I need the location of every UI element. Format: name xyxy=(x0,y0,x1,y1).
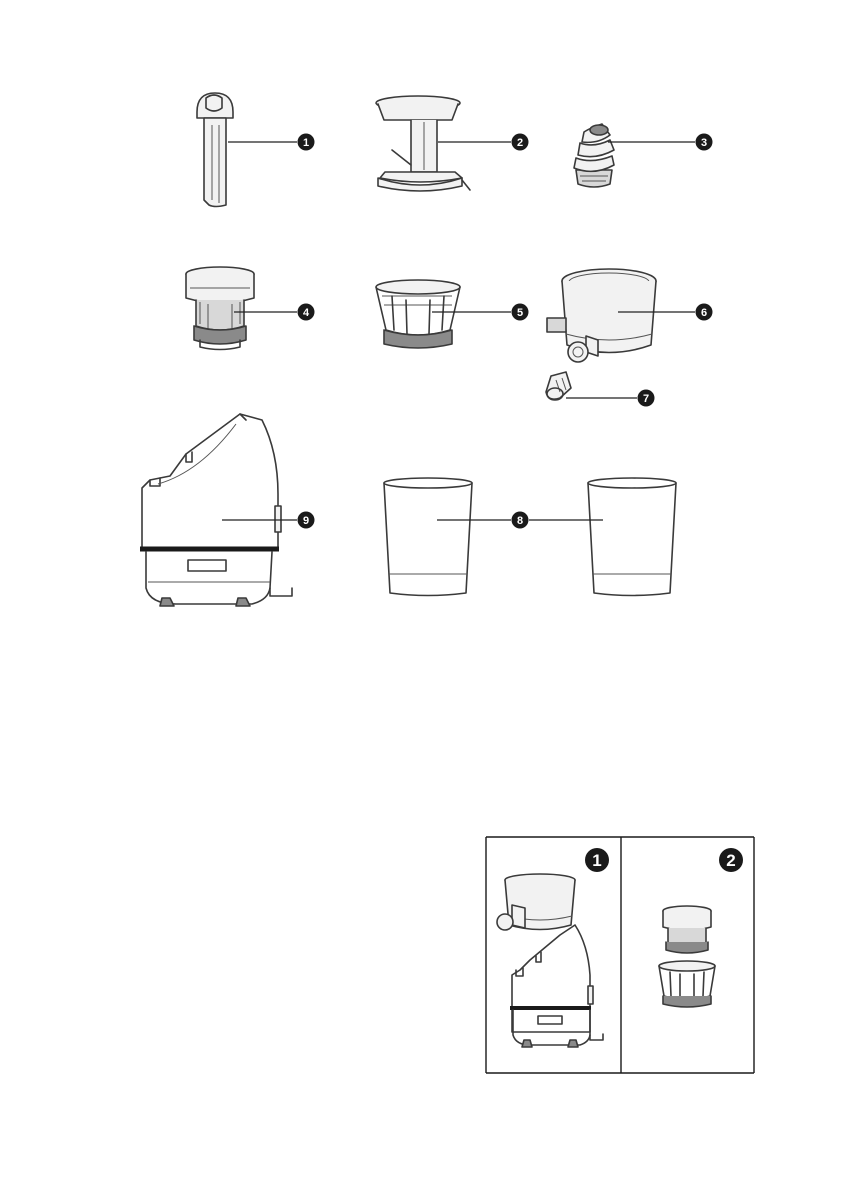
svg-text:2: 2 xyxy=(517,137,523,149)
callout-badge-3: 3 xyxy=(696,134,713,151)
step-1-illustration xyxy=(497,874,603,1047)
step-2-illustration xyxy=(659,906,715,1007)
filter-illustration xyxy=(376,280,460,348)
callout-badge-5: 5 xyxy=(512,304,529,321)
main-body-illustration xyxy=(140,414,292,606)
juicing-bowl-illustration xyxy=(547,269,656,362)
svg-text:5: 5 xyxy=(517,307,523,319)
svg-text:2: 2 xyxy=(726,851,735,870)
callout-badge-6: 6 xyxy=(696,304,713,321)
callout-badge-1: 1 xyxy=(298,134,315,151)
callout-badge-2: 2 xyxy=(512,134,529,151)
svg-text:8: 8 xyxy=(517,515,523,527)
cup-left-illustration xyxy=(384,478,472,596)
pusher-illustration xyxy=(197,93,233,207)
svg-text:9: 9 xyxy=(303,515,309,527)
rotating-brush-illustration xyxy=(186,267,254,350)
svg-text:7: 7 xyxy=(643,393,649,405)
juice-cap-illustration xyxy=(546,372,571,400)
step-badge-1: 1 xyxy=(585,848,609,872)
callout-badge-7: 7 xyxy=(638,390,655,407)
callout-badge-8: 8 xyxy=(512,512,529,529)
assembly-step-panel xyxy=(486,837,754,1073)
callout-badge-9: 9 xyxy=(298,512,315,529)
svg-text:1: 1 xyxy=(303,137,309,149)
svg-text:3: 3 xyxy=(701,137,707,149)
svg-text:6: 6 xyxy=(701,307,707,319)
auger-illustration xyxy=(574,124,614,187)
callout-badge-4: 4 xyxy=(298,304,315,321)
cup-right-illustration xyxy=(588,478,676,596)
step-badge-2: 2 xyxy=(719,848,743,872)
hopper-illustration xyxy=(376,96,470,191)
svg-text:1: 1 xyxy=(592,851,601,870)
svg-text:4: 4 xyxy=(303,307,310,319)
